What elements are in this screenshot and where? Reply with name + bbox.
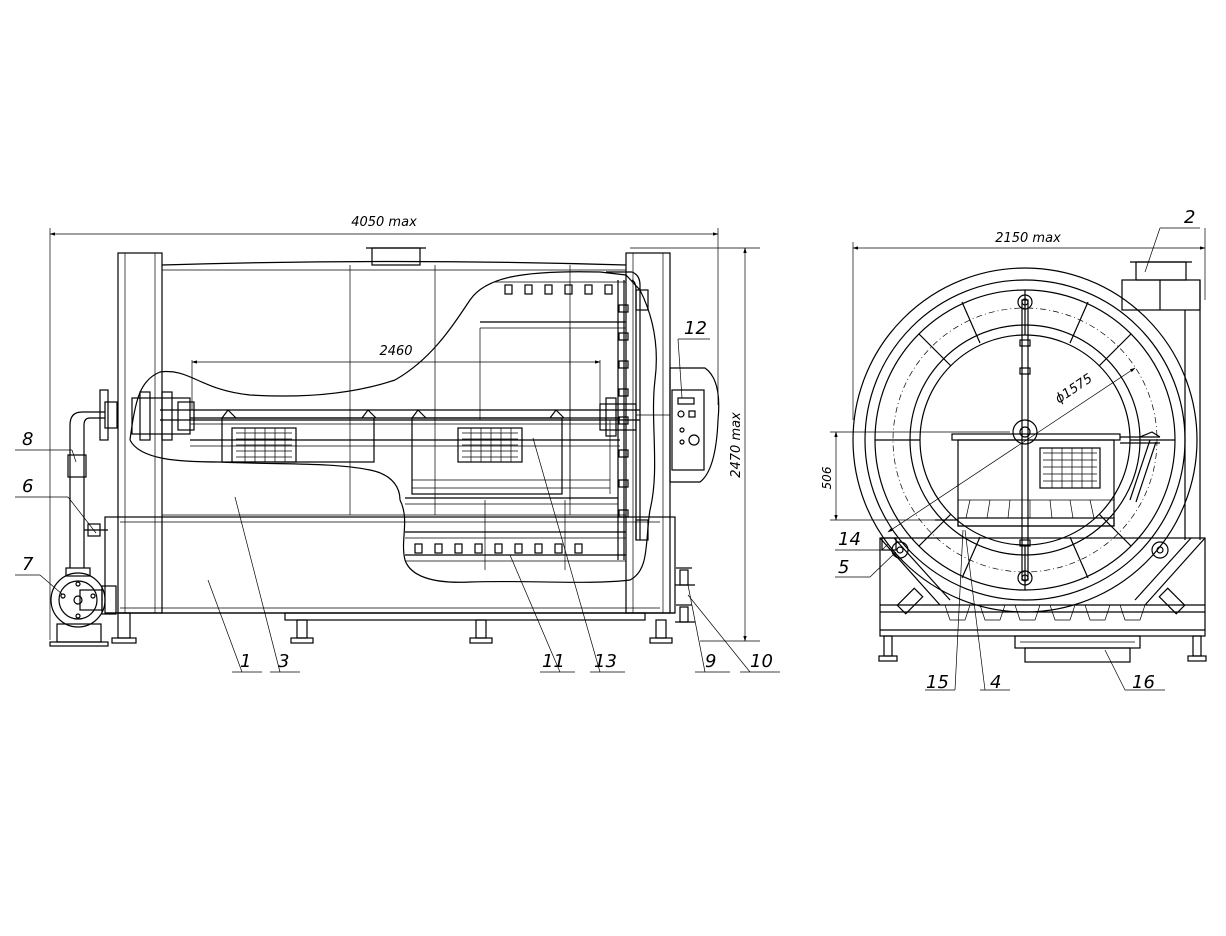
drum-diameter-dim-text: ϕ1575 (1053, 371, 1096, 407)
callout-6: 6 (22, 476, 33, 497)
control-panel (669, 367, 720, 483)
overall-width-dim-text: 2150 max (995, 231, 1061, 246)
end-view-leaders (835, 227, 1200, 691)
drum-basket-right (411, 409, 611, 495)
front-view: 4050 max 2470 max (15, 215, 780, 673)
front-view-leaders (15, 338, 780, 673)
callout-8: 8 (22, 429, 33, 450)
callout-1: 1 (240, 651, 251, 672)
callout-5: 5 (838, 557, 849, 578)
callout-9: 9 (705, 651, 716, 672)
drum-basket-left (221, 409, 377, 463)
callout-13: 13 (594, 651, 617, 672)
support-feet (111, 612, 673, 644)
callout-14: 14 (838, 529, 861, 550)
callout-4: 4 (990, 672, 1001, 693)
callout-3: 3 (278, 651, 289, 672)
drain-valves (675, 567, 695, 623)
height-dim-text: 2470 max (729, 412, 744, 478)
end-view: 2150 max (820, 207, 1207, 693)
callout-11: 11 (542, 651, 565, 672)
callout-12: 12 (684, 318, 707, 339)
circulation-pump (49, 567, 117, 647)
drum-length-dim-text: 2460 (379, 344, 412, 359)
spray-nozzles-top (495, 281, 626, 295)
drum-diameter-dim-line (887, 367, 1136, 533)
axis-height-dim-text: 506 (820, 466, 834, 489)
callout-10: 10 (750, 651, 773, 672)
overall-length-dim-text: 4050 max (351, 215, 417, 230)
callout-7: 7 (22, 554, 34, 575)
callout-16: 16 (1132, 672, 1155, 693)
callout-2: 2 (1184, 207, 1195, 228)
callout-15: 15 (926, 672, 949, 693)
spray-nozzles-bottom (414, 543, 583, 554)
pipe-riser (67, 389, 118, 568)
basket-section (935, 431, 1161, 527)
